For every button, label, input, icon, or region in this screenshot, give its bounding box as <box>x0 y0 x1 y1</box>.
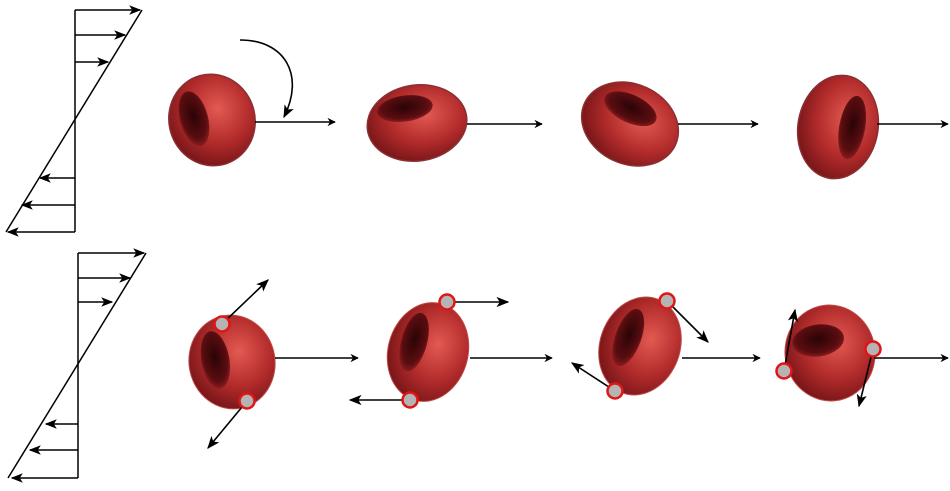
red-blood-cell <box>790 69 887 185</box>
membrane-point-marker-icon <box>777 364 792 379</box>
red-blood-cell <box>362 78 472 167</box>
membrane-point-marker-icon <box>608 384 623 399</box>
membrane-point-marker-icon <box>215 317 230 332</box>
cell-body <box>376 293 479 410</box>
membrane-point-marker-icon <box>440 295 455 310</box>
cell-body <box>362 78 472 167</box>
cell-body <box>568 67 692 182</box>
membrane-point-marker-icon <box>240 394 255 409</box>
velocity-gradient-line <box>8 253 146 478</box>
bottom-row-cells <box>181 280 948 448</box>
red-blood-cell <box>376 293 479 410</box>
top-row-cells <box>159 40 948 185</box>
cell-body <box>790 69 887 185</box>
cell-body <box>181 308 282 416</box>
cell-body <box>585 285 694 406</box>
shear-profile-top <box>6 10 142 232</box>
red-blood-cell <box>181 308 282 416</box>
red-blood-cell <box>159 64 266 175</box>
membrane-point-marker-icon <box>866 342 881 357</box>
shear-profile-bottom <box>8 253 146 478</box>
cell-body <box>159 64 266 175</box>
red-blood-cell <box>568 67 692 182</box>
membrane-point-marker-icon <box>403 393 418 408</box>
velocity-gradient-line <box>6 10 142 232</box>
red-blood-cell <box>585 285 694 406</box>
membrane-point-marker-icon <box>660 294 675 309</box>
